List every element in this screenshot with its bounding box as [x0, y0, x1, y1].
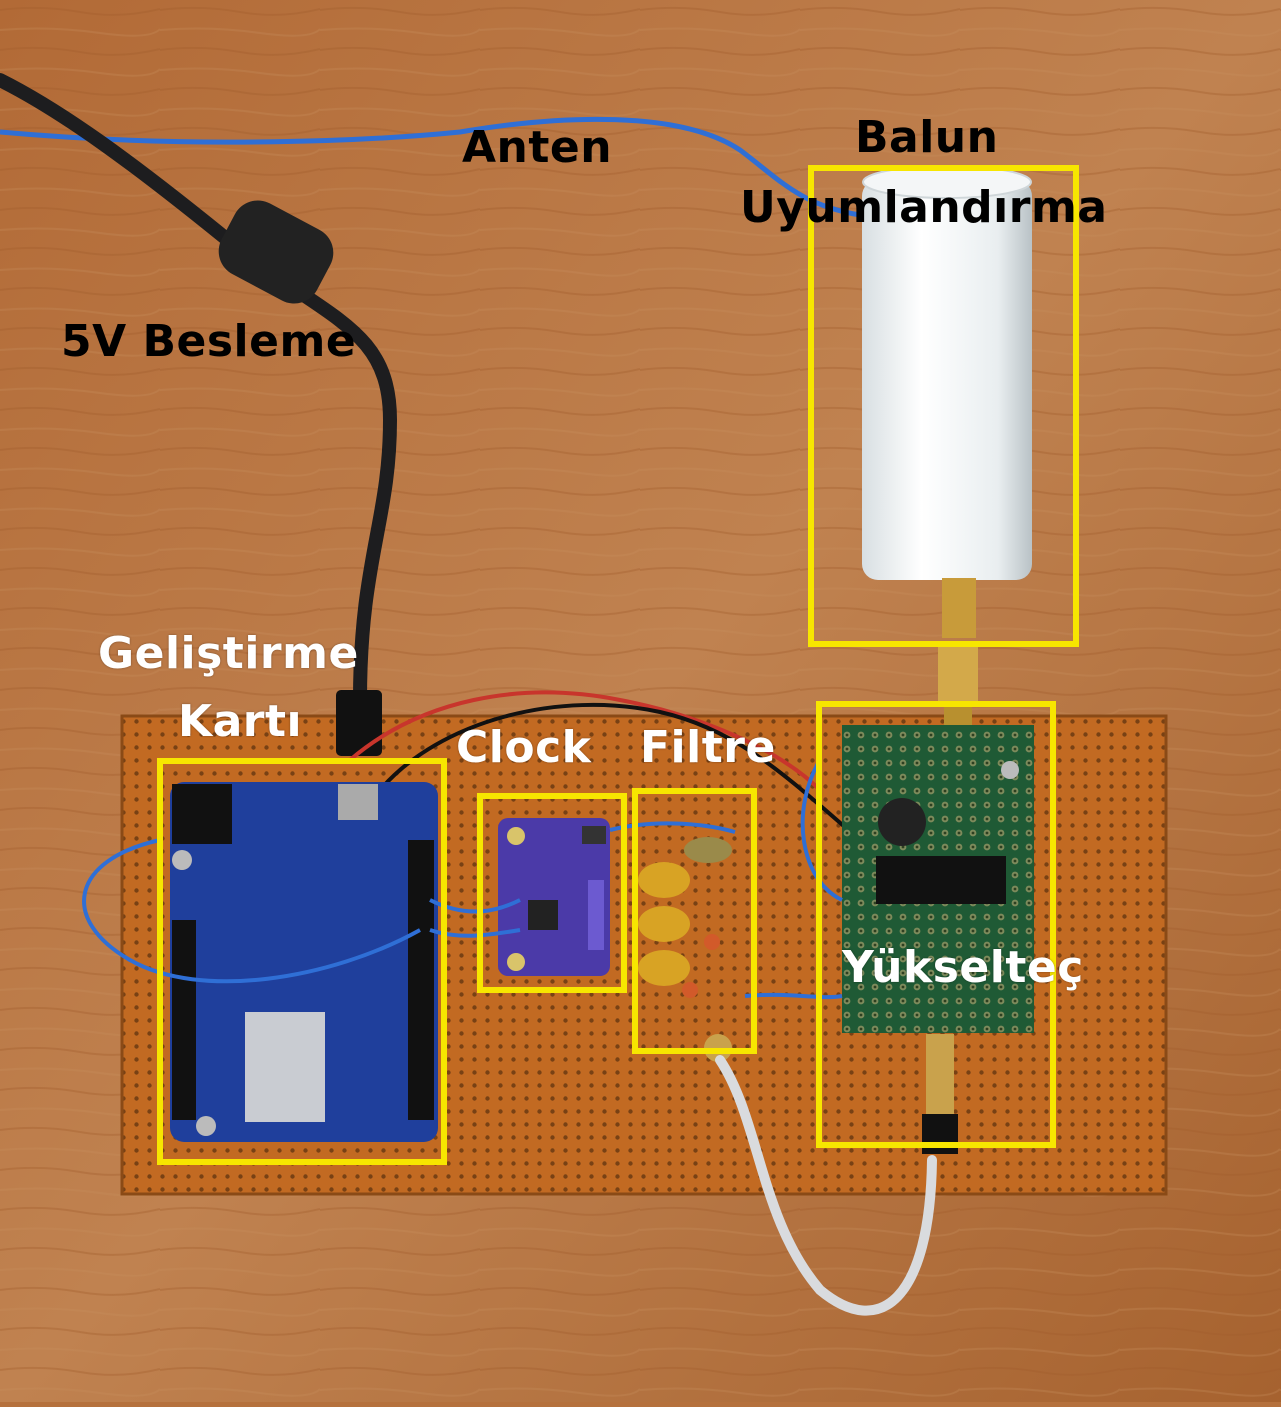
- blue-jumper-amp: [800, 758, 843, 902]
- label-balun: Balun: [855, 112, 999, 163]
- dev-board: [170, 782, 438, 1142]
- black-wire: [378, 702, 862, 842]
- filter-highlight-box: [632, 788, 757, 1054]
- blue-jumper-left: [82, 838, 421, 984]
- balun-tube: [862, 165, 1032, 745]
- label-clock: Clock: [456, 722, 592, 773]
- label-yukseltec: Yükselteç: [842, 942, 1084, 993]
- balun-highlight-box: [808, 165, 1079, 647]
- label-gelistirme: Geliştirme: [98, 628, 359, 679]
- antenna-wire: [0, 116, 861, 218]
- coax-cable: [715, 1055, 937, 1316]
- label-filtre: Filtre: [640, 722, 776, 773]
- amplifier-board: [842, 725, 1034, 1154]
- clock-module: [498, 818, 610, 976]
- label-karti: Kartı: [178, 696, 303, 747]
- label-anten: Anten: [462, 122, 613, 173]
- clock-highlight-box: [477, 793, 627, 993]
- filter-components: [638, 837, 732, 1062]
- red-wire: [348, 690, 822, 792]
- power-cable: [0, 73, 398, 707]
- dev-board-highlight-box: [157, 758, 447, 1165]
- label-besleme: 5V Besleme: [61, 316, 357, 367]
- amplifier-highlight-box: [816, 701, 1056, 1148]
- label-uyumlandirma: Uyumlandırma: [740, 182, 1108, 233]
- ferrite-bead: [218, 200, 334, 304]
- usb-plug: [336, 690, 382, 756]
